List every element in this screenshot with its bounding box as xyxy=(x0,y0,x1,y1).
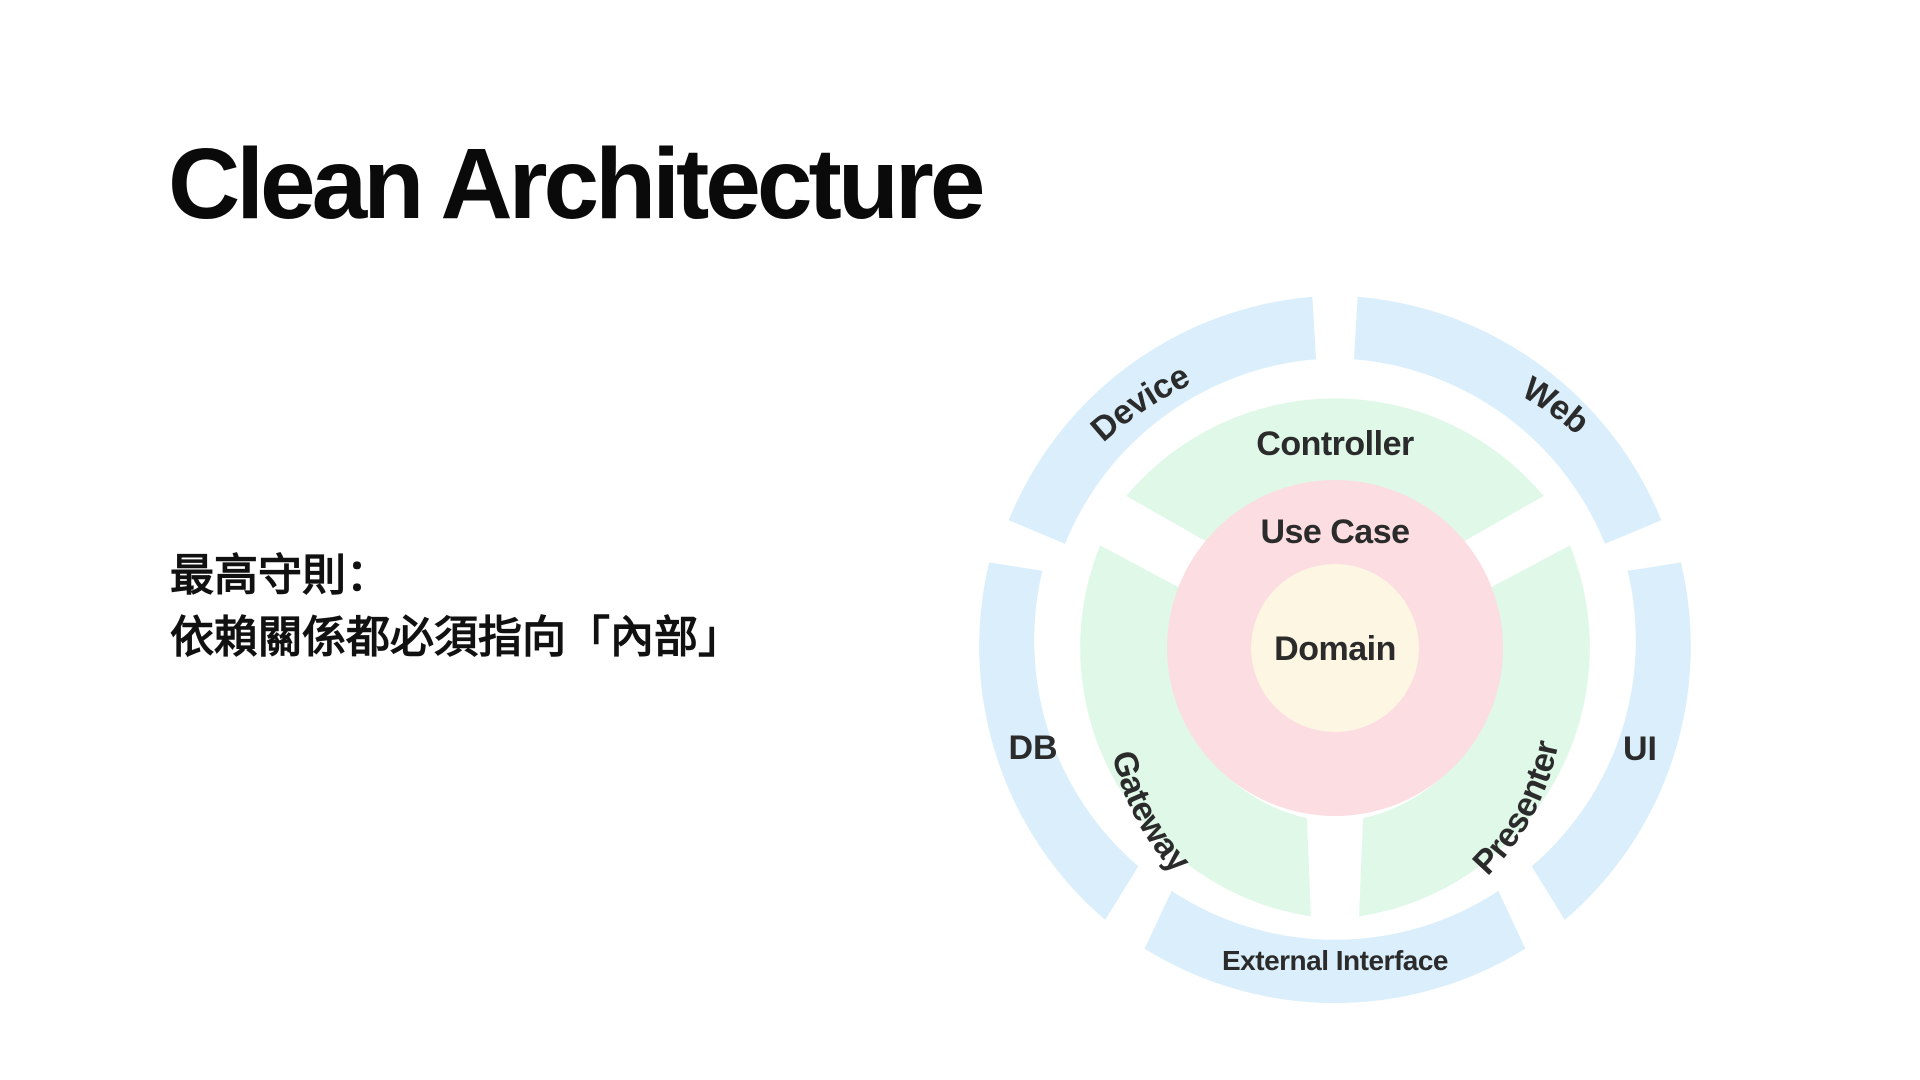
label-db: DB xyxy=(1008,729,1057,767)
label-controller: Controller xyxy=(1256,425,1414,463)
middle-ring xyxy=(1080,398,1590,917)
outer-segment-device xyxy=(1008,296,1316,544)
outer-ring xyxy=(979,296,1691,1004)
label-use-case: Use Case xyxy=(1260,513,1409,551)
middle-segment-gateway xyxy=(1080,545,1311,917)
label-ui: UI xyxy=(1623,730,1657,768)
middle-segment-controller xyxy=(1126,398,1544,542)
dependency-rule-text: 最高守則： 依賴關係都必須指向「內部」 xyxy=(170,545,742,669)
slide-title: Clean Architecture xyxy=(168,128,985,240)
rule-line-1: 最高守則： xyxy=(170,550,390,601)
label-external-interface: External Interface xyxy=(1222,945,1448,976)
outer-segment-ui xyxy=(1531,562,1691,920)
rule-line-2: 依賴關係都必須指向「內部」 xyxy=(170,612,742,663)
middle-segment-presenter xyxy=(1359,545,1590,917)
outer-segment-external-interface xyxy=(1144,890,1526,1004)
outer-segment-web xyxy=(1354,296,1662,544)
outer-segment-db xyxy=(979,562,1139,920)
label-domain: Domain xyxy=(1274,630,1396,668)
core-domain xyxy=(1251,564,1419,732)
